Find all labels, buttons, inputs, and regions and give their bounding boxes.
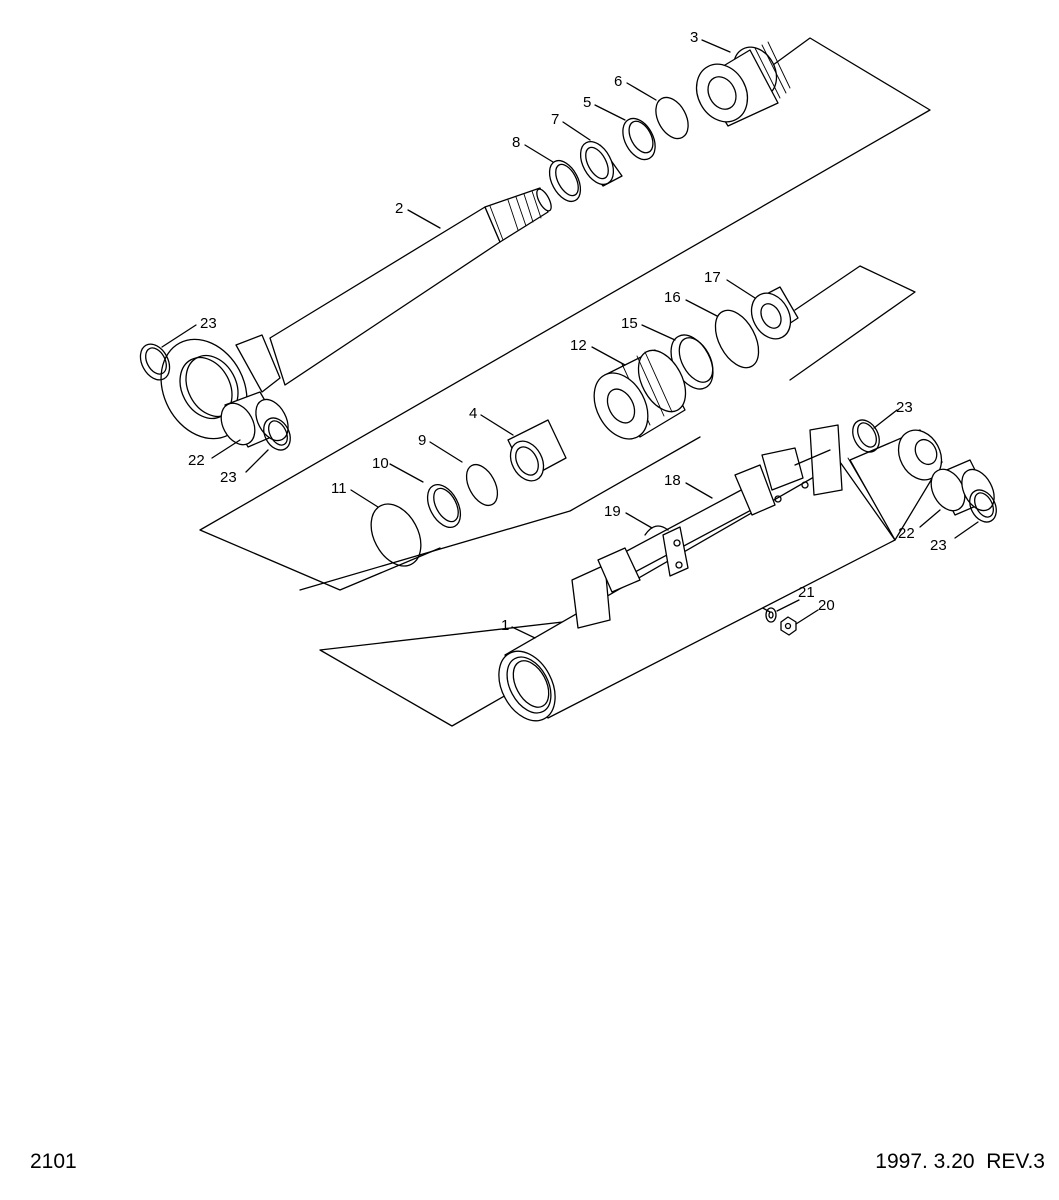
part-5-dust-seal [622,117,656,161]
callout-22-rod: 22 [188,452,205,469]
leader-lines [161,39,979,639]
callout-12: 12 [570,337,587,354]
callout-1: 1 [501,617,509,634]
part-10-back-up-ring [426,484,462,528]
callout-23-tube-a: 23 [896,399,913,416]
part-22-bushing-rod [220,391,289,448]
part-7-bushing [579,141,623,187]
part-23-dust-seal-rod-b [263,417,291,451]
part-1-cylinder-tube [498,429,943,722]
callout-15: 15 [621,315,638,332]
callout-6: 6 [614,73,622,90]
callout-23-tube-b: 23 [930,537,947,554]
callout-8: 8 [512,134,520,151]
callout-3: 3 [690,29,698,46]
part-19-clamp [644,525,689,577]
page-code: 2101 [30,1150,77,1173]
part-20-nut [780,616,797,636]
callout-22-tube: 22 [898,525,915,542]
callout-21: 21 [798,584,815,601]
revision-date: 1997. 3.20 REV.3 [875,1150,1045,1173]
callout-labels: 3 6 5 7 8 2 23 22 23 17 16 15 12 4 9 10 … [188,29,947,634]
callout-10: 10 [372,455,389,472]
piston-group-frame-lower [299,436,701,591]
part-9-o-ring [465,463,499,507]
part-18-pipe [571,424,843,629]
part-23-dust-seal-tube-b [969,489,997,523]
part-17-nut [750,286,799,340]
callout-16: 16 [664,289,681,306]
tube-group-frame [319,619,581,727]
callout-23-rod-b: 23 [220,469,237,486]
part-4-cushion-ring [507,419,567,482]
part-23-dust-seal-rod-a [139,343,171,381]
part-12-piston [593,349,687,440]
callout-2: 2 [395,200,403,217]
callout-23-rod-a: 23 [200,315,217,332]
callout-20: 20 [818,597,835,614]
part-8-snap-ring [548,159,582,203]
part-16-o-ring [714,309,760,369]
callout-4: 4 [469,405,477,422]
callout-5: 5 [583,94,591,111]
callout-9: 9 [418,432,426,449]
callout-11: 11 [331,480,347,497]
callout-18: 18 [664,472,681,489]
piston-group-frame-upper [789,265,916,381]
part-21-washer [765,607,777,623]
part-11-o-ring [370,503,422,567]
rod-group-frame [199,37,931,591]
part-23-dust-seal-tube-a [852,419,880,453]
part-3-rod-cover [695,41,791,127]
callout-17: 17 [704,269,721,286]
callout-7: 7 [551,111,559,128]
part-6-o-ring [655,96,689,140]
callout-19: 19 [604,503,621,520]
